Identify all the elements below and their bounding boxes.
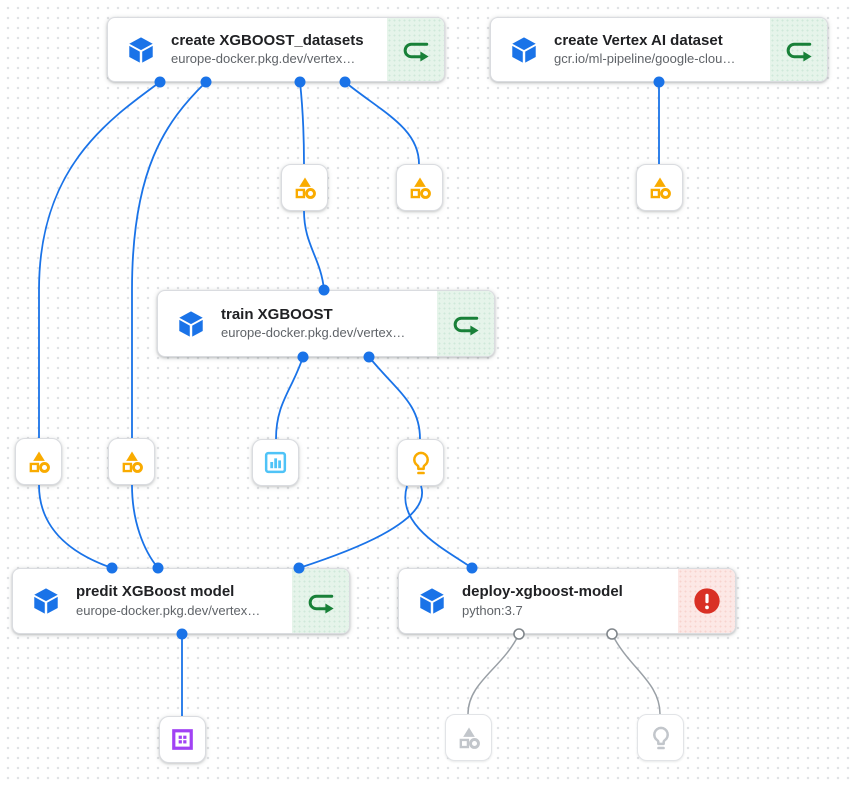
- artifact-node-dataset[interactable]: [108, 438, 155, 485]
- node-subtitle: python:3.7: [462, 602, 523, 618]
- rerun-arrow-icon: [786, 42, 812, 62]
- pipeline-node-create-xgboost-datasets[interactable]: create XGBOOST_datasets europe-docker.pk…: [107, 17, 445, 82]
- container-cube-icon: [31, 586, 61, 616]
- dataset-shapes-icon: [459, 726, 480, 749]
- container-cube-icon: [126, 35, 156, 65]
- dataset-shapes-icon: [295, 176, 316, 199]
- edge-train-to-model: [368, 356, 421, 440]
- artifact-node-metrics[interactable]: [252, 439, 299, 486]
- artifact-node-dataset[interactable]: [396, 164, 443, 211]
- pipeline-node-create-vertex-ai-dataset[interactable]: create Vertex AI dataset gcr.io/ml-pipel…: [490, 17, 828, 82]
- edge-model-to-deploy: [404, 485, 473, 569]
- container-cube-icon: [176, 309, 206, 339]
- status-cached-badge[interactable]: [387, 18, 444, 81]
- rerun-arrow-icon: [308, 594, 334, 613]
- grid-square-icon: [172, 729, 193, 750]
- node-subtitle: europe-docker.pkg.dev/vertex…: [171, 51, 356, 67]
- edge-left1-to-predit: [38, 484, 113, 569]
- artifact-node-html[interactable]: [159, 716, 206, 763]
- container-cube-icon: [509, 35, 539, 65]
- rerun-arrow-icon: [403, 42, 429, 62]
- node-subtitle: gcr.io/ml-pipeline/google-clou…: [554, 51, 736, 67]
- artifact-node-dataset[interactable]: [281, 164, 328, 211]
- edge-datasets-to-left2: [131, 81, 207, 438]
- status-cached-badge[interactable]: [770, 18, 827, 81]
- artifact-node-dataset[interactable]: [636, 164, 683, 211]
- dataset-shapes-icon: [410, 176, 431, 199]
- rerun-arrow-icon: [453, 316, 479, 336]
- dataset-shapes-icon: [122, 450, 143, 473]
- edge-datasets-to-left1: [38, 81, 161, 438]
- node-title: predit XGBoost model: [76, 583, 235, 600]
- node-title: train XGBOOST: [221, 305, 333, 323]
- node-subtitle: europe-docker.pkg.dev/vertex…: [76, 602, 261, 618]
- error-exclamation-icon: [693, 588, 720, 614]
- lightbulb-icon: [412, 451, 429, 474]
- node-title: create XGBOOST_datasets: [171, 31, 364, 49]
- node-title: create Vertex AI dataset: [554, 31, 723, 49]
- edge-datasets-to-out-a: [299, 81, 305, 165]
- edge-train-to-metrics: [275, 356, 304, 440]
- bar-chart-icon: [264, 451, 287, 474]
- node-title: deploy-xgboost-model: [462, 583, 623, 600]
- edge-deploy-to-pending-model: [611, 633, 661, 715]
- status-cached-badge[interactable]: [437, 291, 494, 356]
- edge-deploy-to-pending-dataset: [467, 633, 520, 715]
- artifact-node-model[interactable]: [397, 439, 444, 486]
- status-failed-badge[interactable]: [678, 569, 735, 633]
- pipeline-node-predit-xgboost-model[interactable]: predit XGBoost model europe-docker.pkg.d…: [12, 568, 350, 634]
- edge-out-a-to-train: [303, 210, 325, 291]
- status-cached-badge[interactable]: [292, 569, 349, 633]
- artifact-node-dataset-pending[interactable]: [445, 714, 492, 761]
- pipeline-node-train-xgboost[interactable]: train XGBOOST europe-docker.pkg.dev/vert…: [157, 290, 495, 357]
- artifact-node-model-pending[interactable]: [637, 714, 684, 761]
- edge-model-to-predit: [298, 485, 423, 569]
- edge-datasets-to-out-b: [344, 81, 420, 165]
- container-cube-icon: [417, 586, 447, 616]
- lightbulb-icon: [652, 726, 669, 749]
- node-subtitle: europe-docker.pkg.dev/vertex…: [221, 325, 406, 341]
- artifact-node-dataset[interactable]: [15, 438, 62, 485]
- pipeline-node-deploy-xgboost-model[interactable]: deploy-xgboost-model python:3.7: [398, 568, 736, 634]
- dataset-shapes-icon: [29, 450, 50, 473]
- edge-left2-to-predit: [131, 484, 159, 569]
- dataset-shapes-icon: [650, 176, 671, 199]
